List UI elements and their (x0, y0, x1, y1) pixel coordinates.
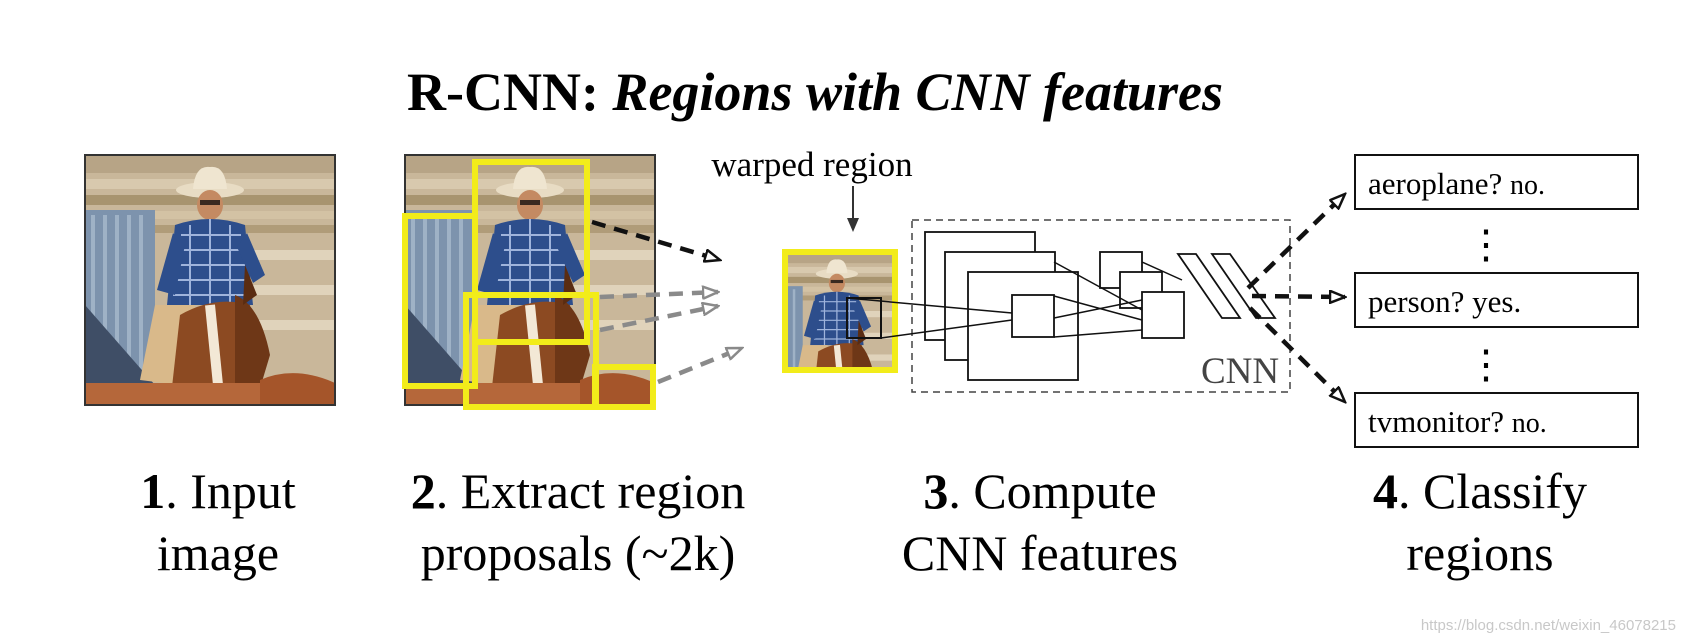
step-1-line-1: . Input (165, 463, 296, 519)
svg-text:3. Compute: 3. Compute (923, 463, 1156, 519)
step-label-1: 1. Input image (140, 463, 296, 581)
fully-connected-layers (1176, 253, 1277, 319)
class-box-person: person? yes. (1354, 272, 1639, 328)
svg-text:person? yes.: person? yes. (1368, 284, 1521, 319)
proposal-box-tarp (402, 213, 478, 389)
class-box-tvmonitor: tvmonitor? no. (1354, 392, 1639, 448)
proposal-box-horse (463, 292, 599, 410)
step-number-1: 1 (140, 463, 165, 519)
feature-map-layer-2 (1099, 251, 1185, 339)
step-label-2: 2. Extract region proposals (~2k) (411, 463, 746, 581)
step-3-line-2: CNN features (902, 525, 1178, 581)
svg-text:aeroplane? no.: aeroplane? no. (1368, 166, 1545, 201)
conv-receptive-field (846, 297, 882, 339)
arrow-proposal-to-warp-4 (657, 345, 742, 385)
ellipsis-1: ⋮ (1466, 222, 1506, 267)
cnn-container (911, 219, 1291, 393)
svg-text:1. Input: 1. Input (140, 463, 296, 519)
step-label-4: 4. Classify regions (1373, 463, 1587, 581)
class-answer-person: yes. (1472, 284, 1521, 319)
class-label-aeroplane: aeroplane? (1368, 166, 1502, 201)
ellipsis-2: ⋮ (1466, 342, 1506, 387)
warped-region-pointer-head (847, 218, 859, 232)
step-4-line-1: . Classify (1398, 463, 1587, 519)
cnn-label: CNN (1201, 351, 1279, 392)
step-number-2: 2 (411, 463, 436, 519)
step-1-line-2: image (157, 525, 279, 581)
class-answer-aeroplane: no. (1510, 170, 1545, 201)
proposals-image (402, 155, 656, 410)
watermark: https://blog.csdn.net/weixin_46078215 (1421, 617, 1676, 634)
step-number-3: 3 (923, 463, 948, 519)
step-number-4: 4 (1373, 463, 1398, 519)
arrow-cnn-to-class-1 (1246, 194, 1345, 290)
title-italic: Regions with CNN features (611, 62, 1223, 122)
step-2-line-1: . Extract region (436, 463, 746, 519)
class-label-tvmonitor: tvmonitor? (1368, 404, 1504, 439)
arrow-proposal-to-warp-3 (599, 306, 718, 333)
diagram-title: R-CNN: Regions with CNN features (407, 62, 1223, 122)
class-answer-tvmonitor: no. (1512, 408, 1547, 439)
feature-map-layer-1 (924, 231, 1079, 381)
arrow-cnn-to-class-2 (1251, 296, 1345, 297)
warped-region-image (782, 249, 898, 373)
warped-region-label: warped region (711, 145, 912, 184)
step-label-3: 3. Compute CNN features (902, 463, 1178, 581)
class-label-person: person? (1368, 284, 1464, 319)
title-bold: R-CNN: (407, 62, 599, 122)
connection-lines (846, 261, 1183, 339)
proposal-box-small (592, 364, 656, 410)
arrow-proposal-to-warp-2 (599, 292, 718, 297)
svg-text:tvmonitor? no.: tvmonitor? no. (1368, 404, 1547, 439)
step-4-line-2: regions (1406, 525, 1553, 581)
step-2-line-2: proposals (~2k) (421, 525, 736, 581)
class-box-aeroplane: aeroplane? no. (1354, 154, 1639, 210)
step-3-line-1: . Compute (948, 463, 1156, 519)
svg-text:4. Classify: 4. Classify (1373, 463, 1587, 519)
svg-text:2. Extract region: 2. Extract region (411, 463, 746, 519)
input-image (85, 155, 335, 405)
